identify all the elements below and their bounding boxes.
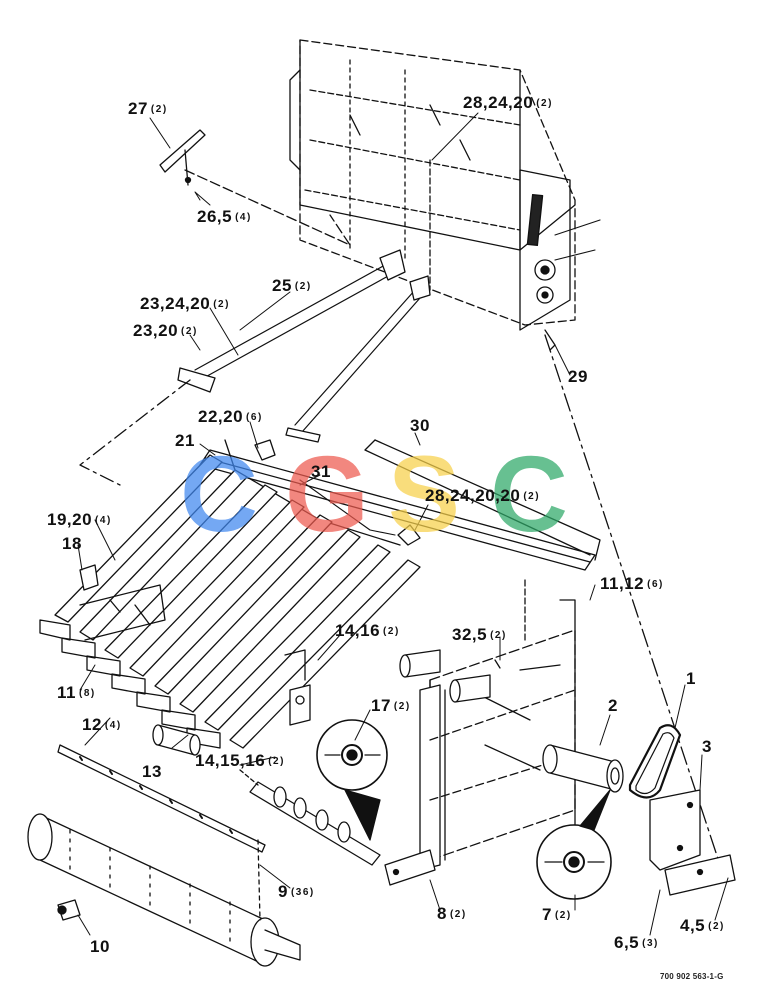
callout-31: 31 (311, 462, 331, 481)
drawing-reference-number: 700 902 563-1-G (660, 972, 724, 981)
callout-12: 12(4) (82, 715, 122, 734)
callout-19-20: 19,20(4) (47, 510, 112, 529)
callout-26-5: 26,5(4) (197, 207, 252, 226)
callout-28-24-20-top: 28,24,20(2) (463, 93, 553, 112)
bearing-detail-7 (536, 789, 612, 900)
callout-8: 8(2) (437, 904, 467, 923)
callout-28-24-20-20: 28,24,20,20(2) (425, 486, 541, 505)
callout-22-20: 22,20(6) (198, 407, 263, 426)
lower-roller-drum (27, 813, 301, 967)
callout-2: 2 (608, 696, 618, 715)
callout-14-16: 14,16(2) (335, 621, 400, 640)
part-10-clip (57, 899, 81, 921)
callout-3: 3 (702, 737, 712, 756)
callout-6-5: 6,5(3) (614, 933, 659, 952)
part-8-bracket (384, 849, 436, 886)
callout-4-5: 4,5(2) (680, 916, 725, 935)
shaft-assembly-14-16 (239, 769, 381, 866)
part-12-strip (57, 744, 266, 853)
upper-housing-assembly (289, 39, 601, 331)
tube-parts-32 (399, 649, 501, 703)
callout-13: 13 (142, 762, 162, 781)
callout-1: 1 (686, 669, 696, 688)
lower-frame (419, 579, 576, 871)
callout-32-5: 32,5(2) (452, 625, 507, 644)
callout-leaders (77, 112, 729, 936)
part-27-bracket (159, 129, 206, 186)
callout-10: 10 (90, 937, 110, 956)
cross-tube-assembly (199, 439, 601, 571)
callout-23-20: 23,20(2) (133, 321, 198, 340)
callout-18: 18 (62, 534, 82, 553)
callout-9: 9(36) (278, 882, 315, 901)
watermark-letter-2: G (285, 433, 370, 554)
part-3-bracket (649, 789, 736, 896)
callout-11-12: 11,12(6) (600, 574, 664, 593)
support-rods-25 (177, 159, 431, 443)
callout-14-15-16: 14,15,16(2) (195, 751, 285, 770)
callout-7: 7(2) (542, 905, 572, 924)
callout-21: 21 (175, 431, 195, 450)
bearing-detail-17 (316, 719, 388, 841)
part-13-sleeve (152, 724, 201, 756)
leader-left-line (79, 379, 191, 486)
watermark-letter-4: C (490, 433, 568, 554)
callout-30: 30 (410, 416, 430, 435)
stripper-fingers-11 (39, 454, 421, 749)
part-14-plate (284, 649, 311, 726)
watermark-letter-1: C (180, 433, 258, 554)
callout-17: 17(2) (371, 696, 411, 715)
callout-25: 25(2) (272, 276, 312, 295)
part-1-belt (628, 724, 682, 799)
watermark-letter-3: S (388, 433, 461, 554)
leader-29-line (544, 334, 726, 881)
leader-27 (184, 169, 351, 246)
callout-11: 11(8) (57, 683, 96, 702)
callout-23-24-20: 23,24,20(2) (140, 294, 230, 313)
callout-29: 29 (568, 367, 588, 386)
callout-27: 27(2) (128, 99, 168, 118)
part-18-bracket (79, 564, 166, 641)
part-2-roller (542, 744, 624, 793)
